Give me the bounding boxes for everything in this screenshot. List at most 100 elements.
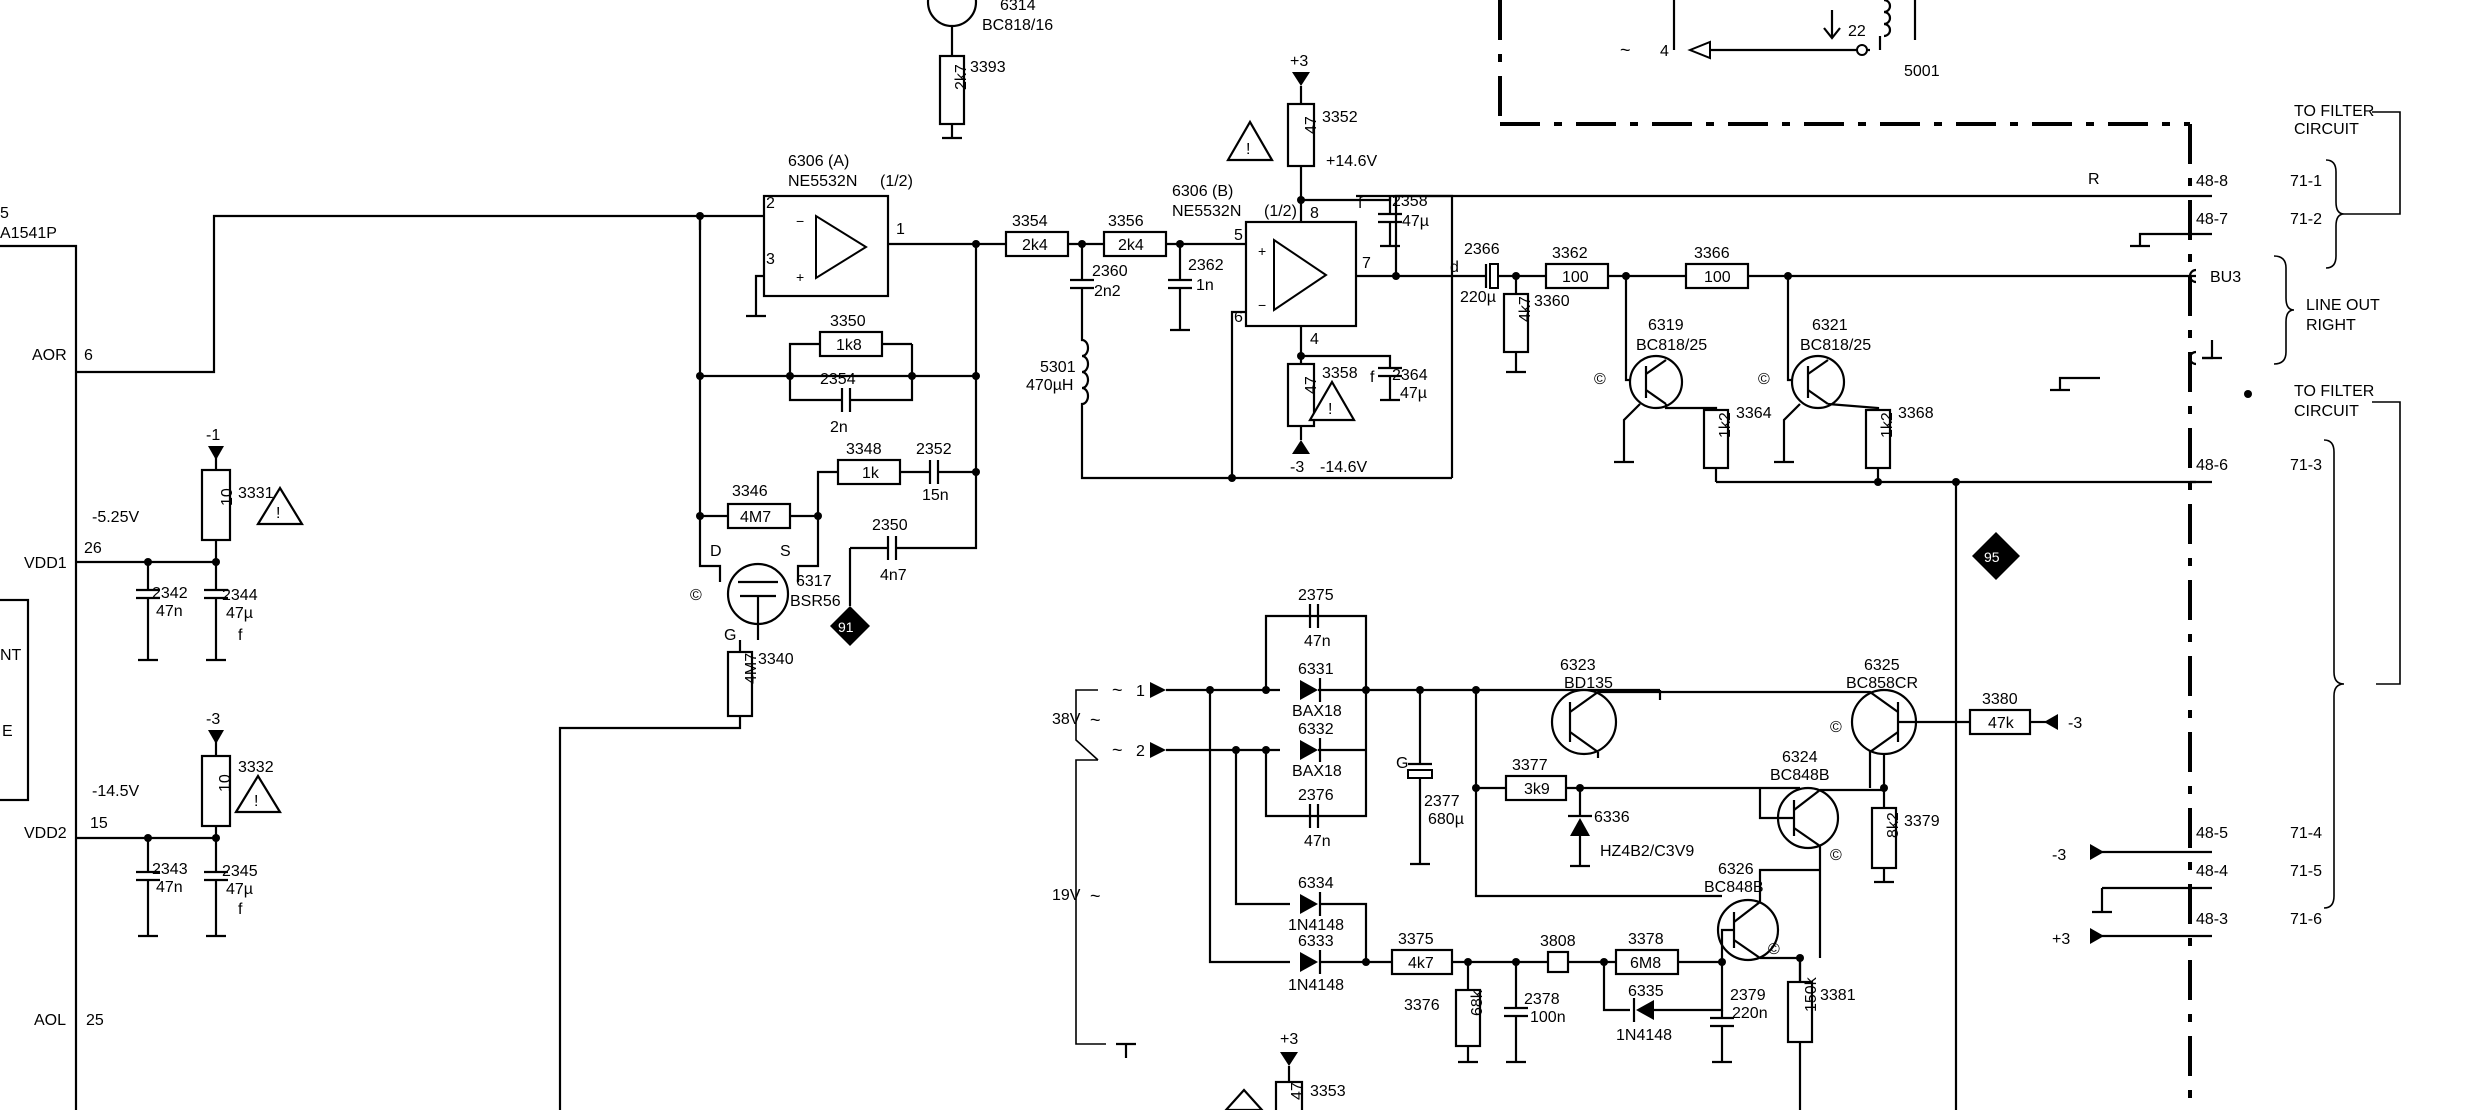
r3368-ref: 3368 bbox=[1898, 405, 1934, 422]
ac-in1: 1 bbox=[1136, 683, 1145, 700]
t6319-symbol bbox=[1628, 354, 1684, 410]
opamp-b-pin8: 8 bbox=[1310, 205, 1319, 222]
mark-f-1: f bbox=[238, 627, 243, 644]
t6324-type: BC848B bbox=[1770, 767, 1830, 784]
r3368-val: 1k2 bbox=[1879, 412, 1896, 438]
fet-d: D bbox=[710, 543, 722, 560]
c2362-val: 1n bbox=[1196, 277, 1214, 294]
mark-c-6319: © bbox=[1594, 371, 1606, 388]
r3353-val: 47 bbox=[1289, 1082, 1306, 1100]
c2364-val: 47µ bbox=[1400, 385, 1427, 402]
r3375-ref: 3375 bbox=[1398, 931, 1434, 948]
fet-g: G bbox=[724, 627, 736, 644]
r3376-val: 68k bbox=[1469, 989, 1486, 1016]
t6323-ref: 6323 bbox=[1560, 657, 1596, 674]
opamp-b-pin7: 7 bbox=[1362, 255, 1371, 272]
mark-c-6325: © bbox=[1830, 719, 1842, 736]
c2352-val: 15n bbox=[922, 487, 949, 504]
buffer-transistors: 6319 BC818/25 © 1k2 3364 6321 BC818/25 ©… bbox=[1594, 276, 2196, 1110]
r3364-ref: 3364 bbox=[1736, 405, 1772, 422]
pin-vdd1-label: VDD1 bbox=[24, 555, 67, 572]
t6314-symbol bbox=[926, 0, 978, 28]
test-point-95-icon bbox=[1972, 532, 2020, 580]
c2378-val: 100n bbox=[1530, 1009, 1566, 1026]
r3352-ref: 3352 bbox=[1322, 109, 1358, 126]
warning-mark-1: ! bbox=[276, 505, 280, 522]
d6334-type: 1N4148 bbox=[1288, 917, 1344, 934]
pin-aol-num: 25 bbox=[86, 1012, 104, 1029]
warning-triangle-icon-2 bbox=[234, 773, 282, 814]
r3360-ref: 3360 bbox=[1534, 293, 1570, 310]
r3358-val: 47 bbox=[1303, 376, 1320, 394]
t6321-type: BC818/25 bbox=[1800, 337, 1871, 354]
d6336-ref: 6336 bbox=[1594, 809, 1630, 826]
d6336-type: HZ4B2/C3V9 bbox=[1600, 843, 1694, 860]
rectifier-section: ~ 1 ~ 2 38V ~ 19V ~ 2375 47n 6331 BAX18 … bbox=[1052, 587, 1768, 1110]
vdd2-voltage: -14.5V bbox=[92, 783, 139, 800]
lineout-line1: LINE OUT bbox=[2306, 297, 2380, 314]
vdd2-supply: -14.5V 2343 47n 2345 47µ f 10 3332 -3 ! bbox=[76, 711, 282, 938]
opamp-b-pin4: 4 bbox=[1310, 331, 1319, 348]
mark-c-6321: © bbox=[1758, 371, 1770, 388]
filter-chain: 3354 2k4 3356 2k4 2360 2n2 2362 1n 5301 … bbox=[1004, 213, 1246, 480]
c2362-ref: 2362 bbox=[1188, 257, 1224, 274]
conn-48-7: 48-7 bbox=[2196, 211, 2228, 228]
c2342-val: 47n bbox=[156, 603, 183, 620]
conn-48-3: 48-3 bbox=[2196, 911, 2228, 928]
t6323-type: BD135 bbox=[1564, 675, 1613, 692]
d6332-type: BAX18 bbox=[1292, 763, 1342, 780]
xfmr-tilde: ~ bbox=[1620, 40, 1631, 60]
xfmr-pin22: 22 bbox=[1848, 23, 1866, 40]
mark-f-3: f bbox=[1358, 195, 1363, 212]
filter2-line2: CIRCUIT bbox=[2294, 403, 2359, 420]
r3366-ref: 3366 bbox=[1694, 245, 1730, 262]
r3393-ref: 3393 bbox=[970, 59, 1006, 76]
t6325-ref: 6325 bbox=[1864, 657, 1900, 674]
c2343-val: 47n bbox=[156, 879, 183, 896]
r3362-val: 100 bbox=[1562, 269, 1589, 286]
pin-aor-num: 6 bbox=[84, 347, 93, 364]
t6323-symbol bbox=[1550, 688, 1618, 756]
mark-c-6326: © bbox=[1768, 941, 1780, 958]
mark-f-2: f bbox=[238, 901, 243, 918]
c2358-ref: 2358 bbox=[1392, 193, 1428, 210]
feedback-network: 3350 1k8 2354 2n 3348 1k 2352 15n 2350 4… bbox=[696, 313, 980, 646]
c2378-ref: 2378 bbox=[1524, 991, 1560, 1008]
opamp-a-pin3: 3 bbox=[766, 251, 775, 268]
ac-tilde-3: ~ bbox=[1090, 710, 1101, 730]
pin-vdd2-label: VDD2 bbox=[24, 825, 67, 842]
c2344-ref: 2344 bbox=[222, 587, 258, 604]
conn-48-8: 48-8 bbox=[2196, 173, 2228, 190]
opamp-a-type: NE5532N bbox=[788, 173, 857, 190]
r3377-val: 3k9 bbox=[1524, 781, 1550, 798]
opamp-a: 6306 (A) NE5532N (1/2) 2 3 1 −+ bbox=[746, 153, 913, 318]
t6324-ref: 6324 bbox=[1782, 749, 1818, 766]
conn-plus3: +3 bbox=[2052, 931, 2070, 948]
t6326-type: BC848B bbox=[1704, 879, 1764, 896]
opamp-b-supply: +3 47 3352 ! +14.6V 2358 47µ f bbox=[1226, 53, 1429, 248]
opamp-b-pin6: 6 bbox=[1234, 309, 1243, 326]
opamp-a-half: (1/2) bbox=[880, 173, 913, 190]
d6333-type: 1N4148 bbox=[1288, 977, 1344, 994]
ac-19v: 19V bbox=[1052, 887, 1081, 904]
rail-p14: +14.6V bbox=[1326, 153, 1377, 170]
d6331-ref: 6331 bbox=[1298, 661, 1334, 678]
ic-left: 5 A1541P NT E AOR 6 VDD1 26 VDD2 15 AOL … bbox=[0, 205, 108, 1110]
conn-48-6: 48-6 bbox=[2196, 457, 2228, 474]
output-stage: 2366 220µ d 4k7 3360 3362 100 3366 100 bbox=[1450, 241, 2196, 374]
warning-triangle-icon-3 bbox=[1226, 119, 1274, 162]
xfmr-ref: 5001 bbox=[1904, 63, 1940, 80]
c2379-val: 220n bbox=[1732, 1005, 1768, 1022]
r3360-val: 4k7 bbox=[1517, 296, 1534, 322]
d6331-type: BAX18 bbox=[1292, 703, 1342, 720]
vdd1-voltage: -5.25V bbox=[92, 509, 139, 526]
filter1-line2: CIRCUIT bbox=[2294, 121, 2359, 138]
transformer-5001: 22 4 ~ 5001 bbox=[1498, 0, 2192, 1110]
d6332-ref: 6332 bbox=[1298, 721, 1334, 738]
c2345-ref: 2345 bbox=[222, 863, 258, 880]
connector-48: R 48-8 48-7 71-1 71-2 TO FILTER CIRCUIT … bbox=[1356, 103, 2401, 948]
c2350-val: 4n7 bbox=[880, 567, 907, 584]
c2354-val: 2n bbox=[830, 419, 848, 436]
ac-tilde-2: ~ bbox=[1112, 740, 1123, 760]
opamp-a-pin2: 2 bbox=[766, 195, 775, 212]
